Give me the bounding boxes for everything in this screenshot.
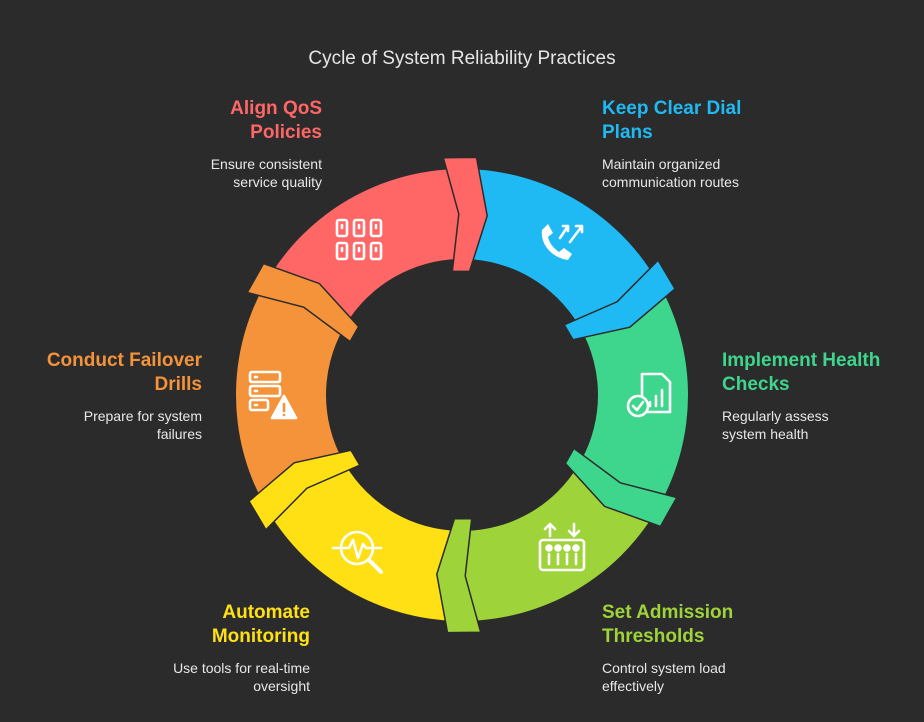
ring-segment-dial-plans — [464, 169, 656, 325]
server-warning-icon — [248, 370, 298, 420]
monitoring-search-icon — [331, 530, 383, 574]
ring-segment-health-checks — [580, 285, 688, 505]
server-grid-icon — [335, 218, 383, 261]
segment-connector-admission — [436, 517, 482, 634]
health-report-icon — [626, 372, 672, 418]
segment-connector-dial-plans — [563, 258, 676, 341]
phone-routing-icon — [541, 224, 584, 260]
load-control-icon — [538, 522, 586, 572]
diagram-title: Cycle of System Reliability Practices — [308, 48, 616, 69]
segment-connector-qos — [442, 156, 488, 273]
ring-segment-monitoring — [268, 465, 460, 621]
segment-connector-failover — [246, 262, 360, 343]
segment-connector-health-checks — [564, 447, 678, 528]
ring-segment-failover — [235, 285, 344, 505]
segment-connector-monitoring — [248, 449, 361, 532]
